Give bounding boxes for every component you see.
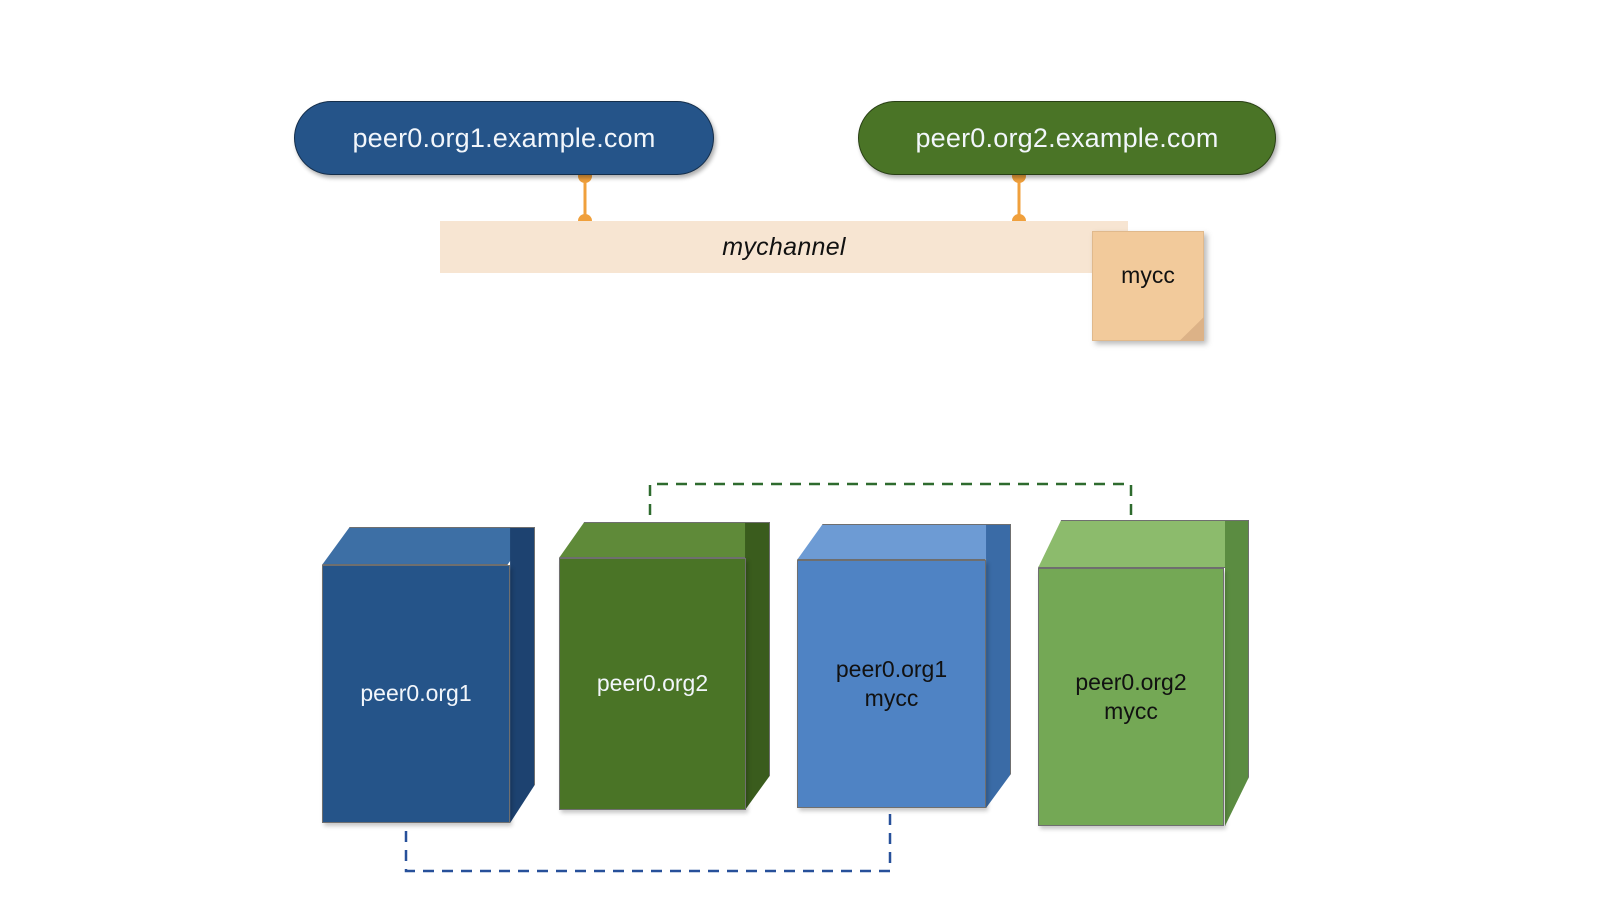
container-peer0-org2-label: peer0.org2 bbox=[596, 670, 709, 697]
connector-org2-to-channel bbox=[1012, 169, 1026, 228]
container-peer0-org1-mycc-front-face[interactable]: peer0.org1 mycc bbox=[797, 560, 986, 808]
channel-bar[interactable]: mychannel bbox=[440, 221, 1128, 273]
peer-node-org1[interactable]: peer0.org1.example.com bbox=[294, 101, 714, 175]
container-peer0-org2-mycc-top-face bbox=[1038, 520, 1249, 568]
container-peer0-org2-mycc[interactable]: peer0.org2 mycc bbox=[1038, 520, 1249, 826]
container-peer0-org2[interactable]: peer0.org2 bbox=[559, 522, 770, 810]
peer-node-org2[interactable]: peer0.org2.example.com bbox=[858, 101, 1276, 175]
container-peer0-org1-side-face bbox=[510, 527, 535, 823]
container-peer0-org2-top-face bbox=[559, 522, 770, 558]
container-peer0-org1-top-face bbox=[322, 527, 535, 565]
container-peer0-org2-mycc-side-face bbox=[1225, 520, 1249, 826]
chaincode-note-shape bbox=[1092, 231, 1204, 341]
container-peer0-org1-mycc-label: peer0.org1 mycc bbox=[835, 655, 948, 711]
container-peer0-org1[interactable]: peer0.org1 bbox=[322, 527, 535, 823]
container-peer0-org2-side-face bbox=[745, 522, 770, 810]
peer-node-org2-label: peer0.org2.example.com bbox=[915, 122, 1219, 153]
connector-org1-to-channel bbox=[578, 169, 592, 228]
container-peer0-org1-mycc-top-face bbox=[797, 524, 1011, 560]
link-org1-chaincode bbox=[404, 808, 892, 873]
container-peer0-org2-mycc-label: peer0.org2 mycc bbox=[1075, 668, 1187, 724]
container-peer0-org2-mycc-front-face[interactable]: peer0.org2 mycc bbox=[1038, 568, 1224, 826]
container-peer0-org1-mycc[interactable]: peer0.org1 mycc bbox=[797, 524, 1011, 808]
container-peer0-org2-front-face[interactable]: peer0.org2 bbox=[559, 558, 746, 810]
container-peer0-org1-front-face[interactable]: peer0.org1 bbox=[322, 565, 510, 823]
channel-label: mychannel bbox=[722, 232, 846, 261]
container-peer0-org1-label: peer0.org1 bbox=[360, 680, 472, 707]
peer-node-org1-label: peer0.org1.example.com bbox=[352, 122, 656, 153]
chaincode-note-label: mycc bbox=[1121, 261, 1175, 288]
chaincode-note[interactable]: mycc bbox=[1092, 231, 1204, 341]
link-org2-chaincode bbox=[648, 482, 1133, 556]
